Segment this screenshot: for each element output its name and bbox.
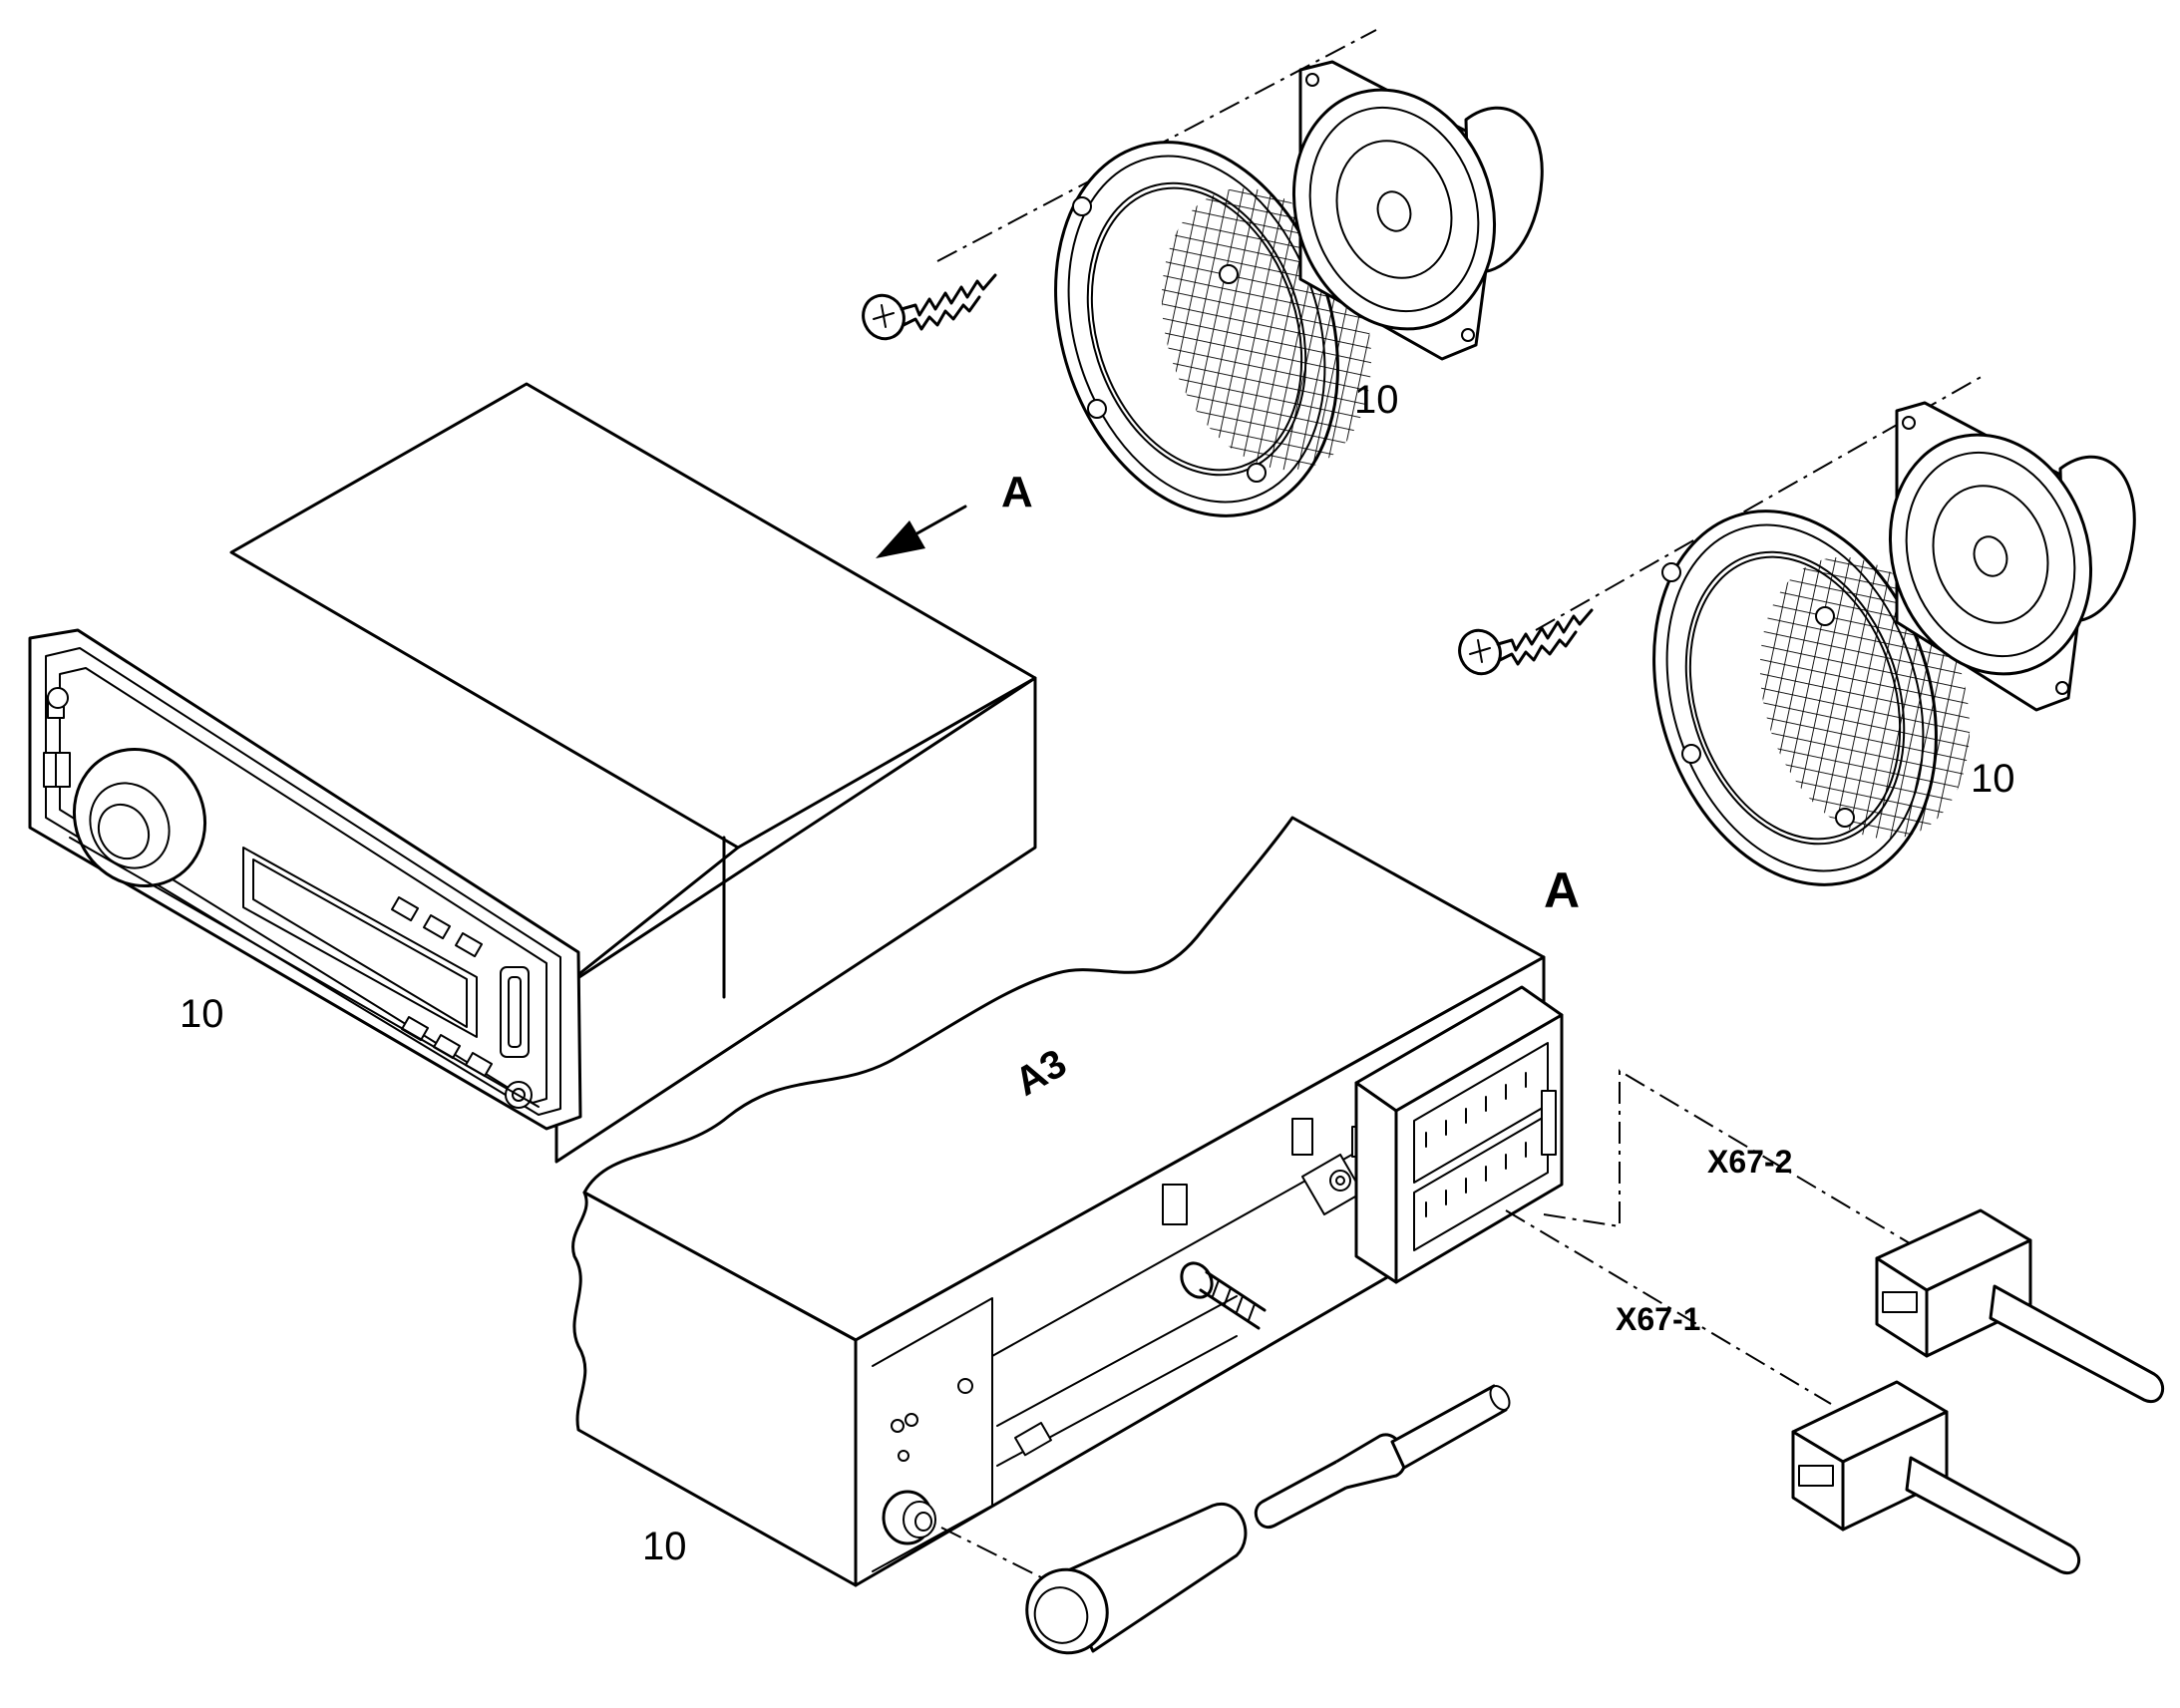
ground-screw-icon xyxy=(1300,1153,1364,1216)
radio-display xyxy=(242,847,478,1038)
item-label-speaker-upper: 10 xyxy=(1354,378,1399,422)
power-led-icon xyxy=(47,687,69,709)
speaker-driver-lower xyxy=(1888,401,2136,712)
antenna-cable-icon xyxy=(1254,1384,1511,1530)
preset-button-1 xyxy=(390,896,420,922)
view-arrow-a: A xyxy=(876,468,1033,558)
connector-label-x67-2: X67-2 xyxy=(1707,1144,1792,1180)
detail-view-title: A xyxy=(1544,862,1580,918)
connector-x67-1 xyxy=(1791,1380,2081,1575)
antenna-plug-icon xyxy=(1025,1502,1248,1655)
preset-button-3 xyxy=(455,932,484,958)
speaker-grille-ring xyxy=(1054,141,1396,517)
x67-2-leader-line xyxy=(1543,1069,1916,1247)
preset-button-2 xyxy=(423,914,452,940)
radio-rear-top xyxy=(582,816,1546,1342)
connector-label-x67-1: X67-1 xyxy=(1616,1301,1700,1337)
speaker-grille-ring xyxy=(1652,510,1995,886)
card-slot xyxy=(500,966,530,1058)
speaker-driver-upper xyxy=(1291,60,1544,361)
antenna-socket-icon xyxy=(882,1490,936,1545)
view-arrow-label: A xyxy=(1001,468,1033,516)
iso-connector-block xyxy=(1354,985,1564,1284)
screw-icon xyxy=(1458,608,1594,676)
speaker-assembly-lower: 10 xyxy=(1458,374,2136,886)
radio-rear-side xyxy=(571,1191,858,1587)
radio-unit-rear-detail: X67-2 X67-1 A3 xyxy=(571,816,2165,1655)
item-label-speaker-lower: 10 xyxy=(1971,757,2015,801)
speaker-assembly-upper: 10 xyxy=(862,29,1544,517)
radio-unit-front xyxy=(28,382,1037,1164)
item-label-radio: 10 xyxy=(180,992,224,1036)
screw-icon xyxy=(862,273,997,341)
mounting-bolt-icon xyxy=(1180,1261,1267,1330)
x67-1-leader-line xyxy=(1505,1209,1832,1405)
item-label-radio-rear: 10 xyxy=(642,1525,687,1568)
connector-x67-2 xyxy=(1875,1208,2165,1404)
